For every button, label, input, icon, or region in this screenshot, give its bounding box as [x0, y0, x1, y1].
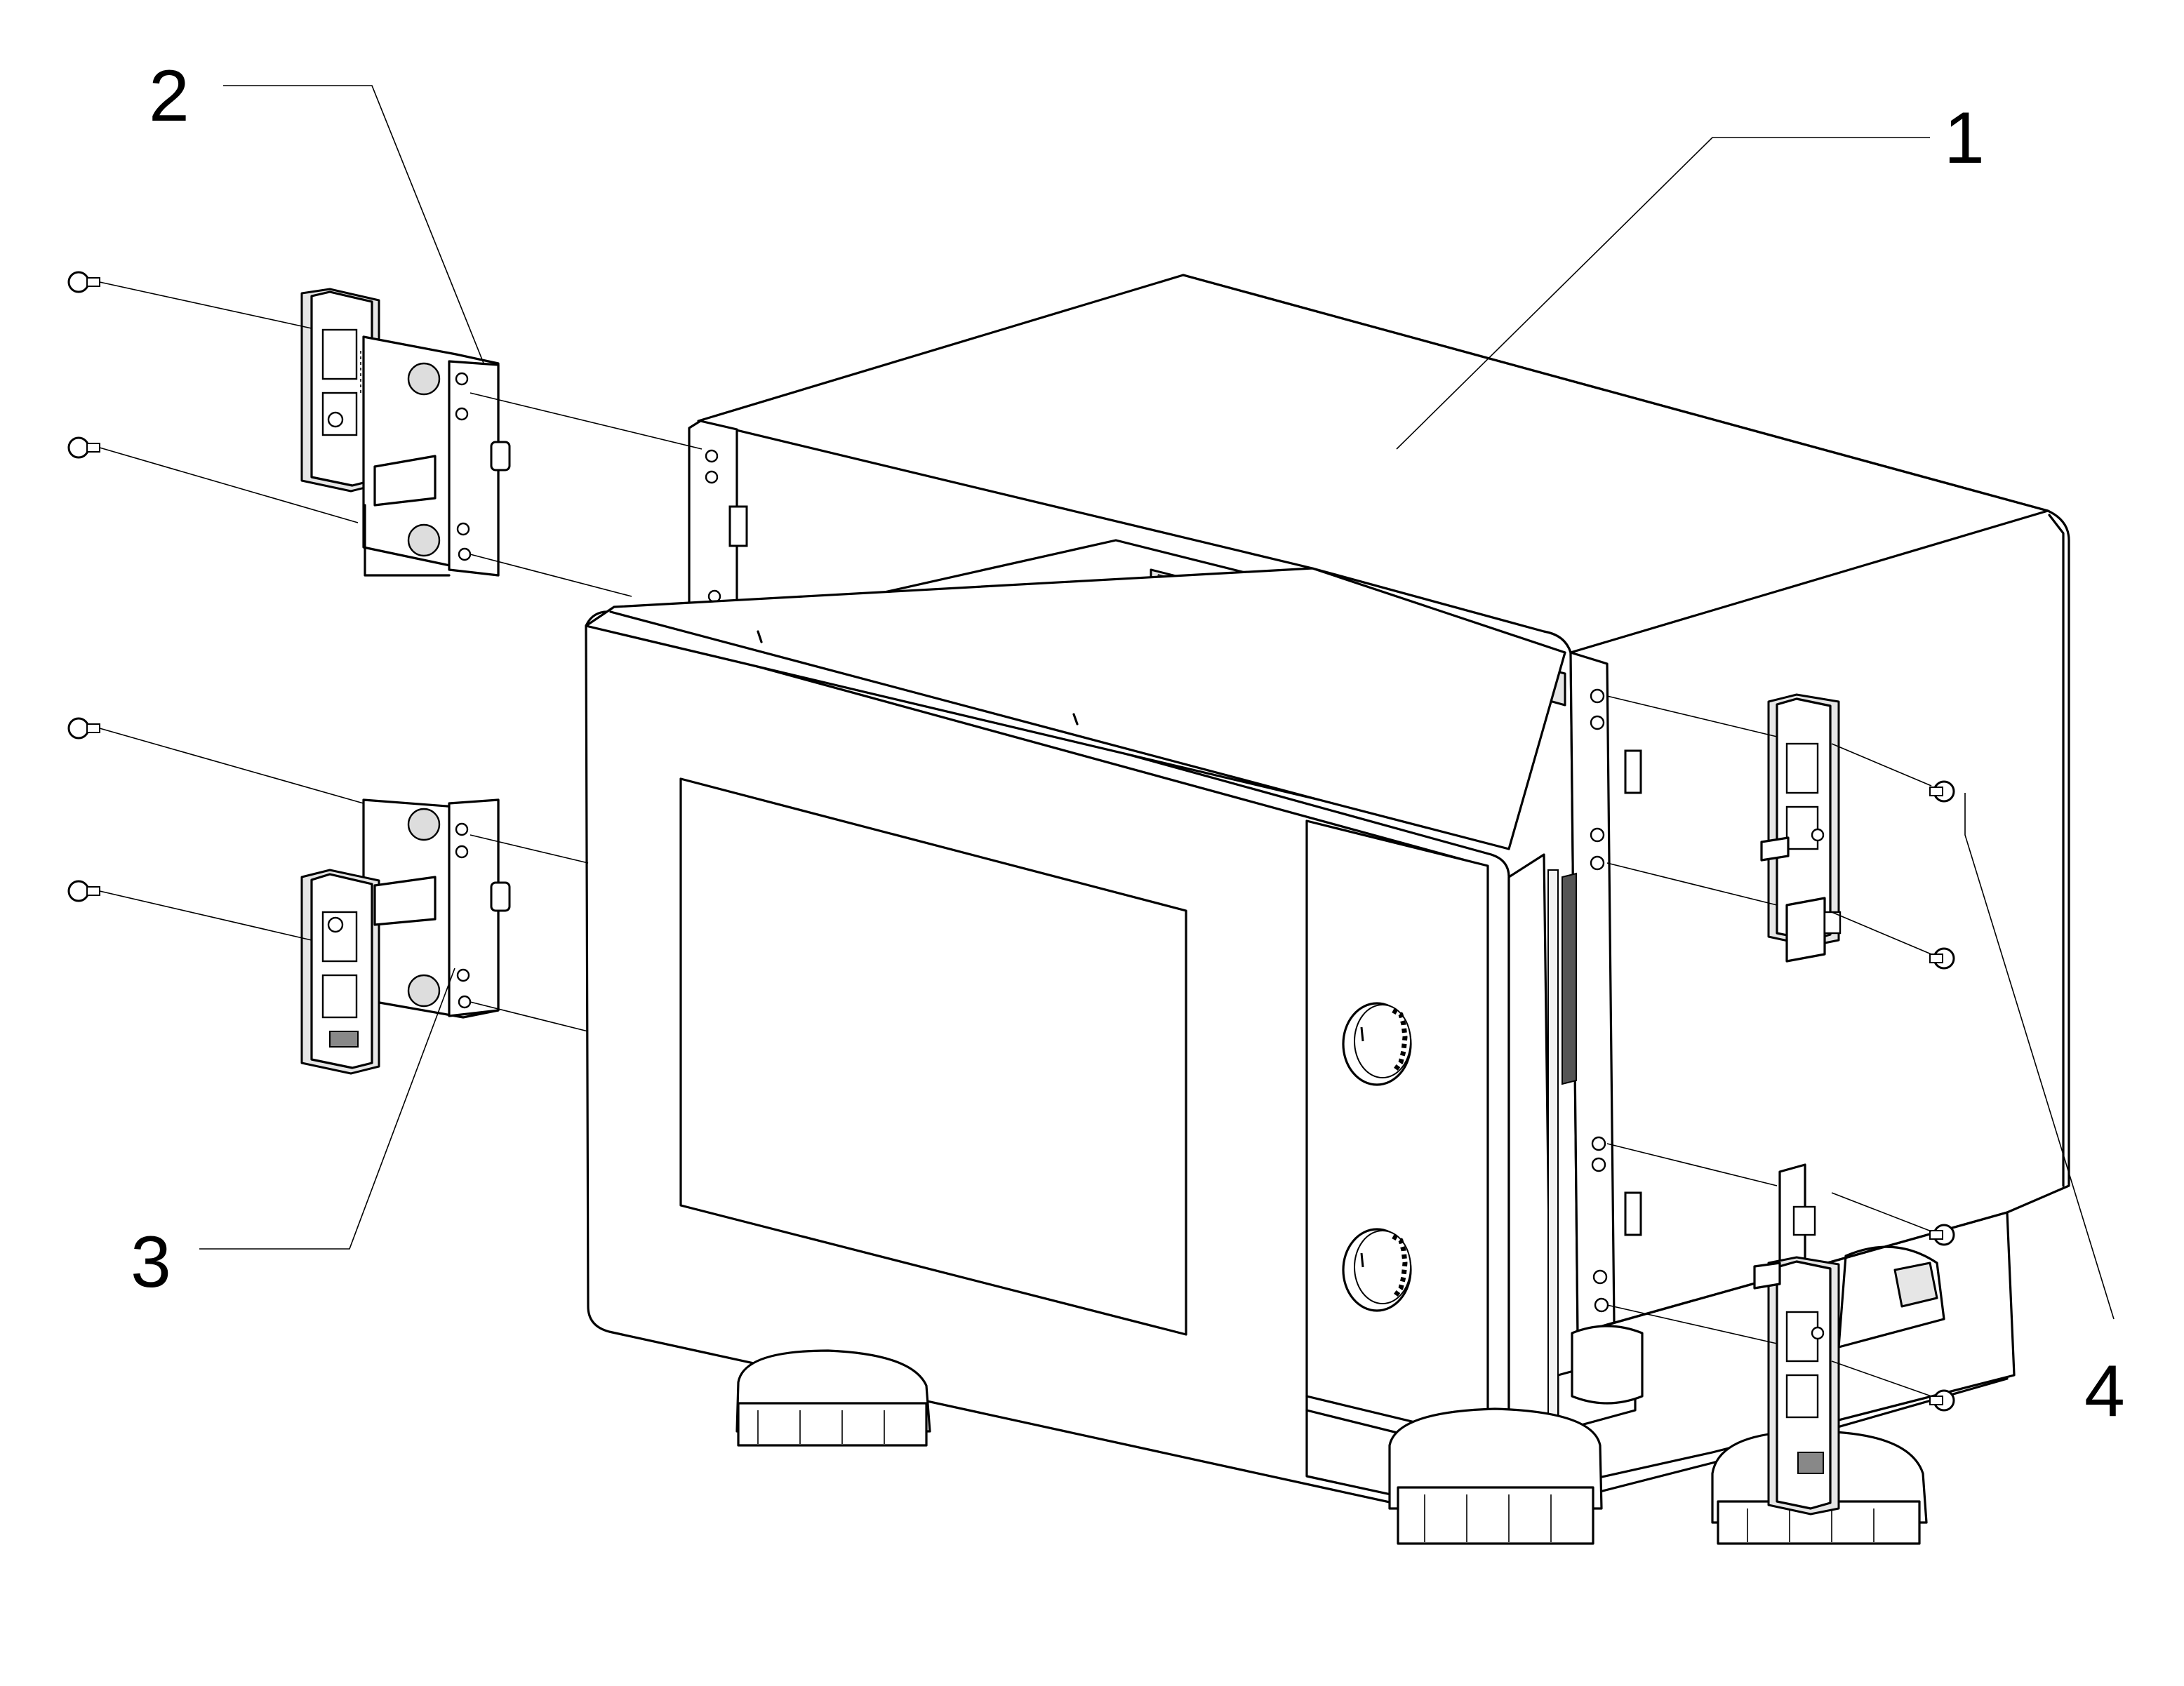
callout-leaders: [199, 85, 2115, 1320]
bracket-right-lower: [1753, 1163, 1840, 1516]
callout-4: 4: [2084, 1351, 2125, 1432]
screw-right-1: [1929, 780, 1955, 803]
foot-front-right: [1388, 1407, 1603, 1545]
foot-front-left: [735, 1349, 931, 1447]
bracket-lower-left: [300, 798, 511, 1075]
screw-left-2: [67, 436, 100, 459]
screw-left-1: [67, 271, 100, 293]
rear-foot-hub: [1571, 1325, 1644, 1405]
screw-left-4: [67, 880, 100, 902]
screws: [67, 271, 1955, 1412]
screw-right-4: [1929, 1389, 1955, 1412]
screw-left-3: [67, 717, 100, 740]
right-side-panel: [1569, 651, 1616, 1334]
callout-2: 2: [149, 55, 189, 137]
upper-control-knob[interactable]: [1342, 1002, 1412, 1086]
bracket-right-upper: [1760, 693, 1842, 963]
screw-right-3: [1929, 1224, 1955, 1246]
door-front: [585, 567, 1577, 1526]
screw-right-2: [1929, 947, 1955, 970]
bracket-upper-left: [300, 288, 511, 577]
callout-1: 1: [1944, 98, 1985, 179]
callout-3: 3: [131, 1222, 171, 1303]
lower-control-knob[interactable]: [1342, 1228, 1412, 1312]
door-window: [679, 777, 1187, 1336]
assembly-lines: [99, 281, 1932, 1397]
